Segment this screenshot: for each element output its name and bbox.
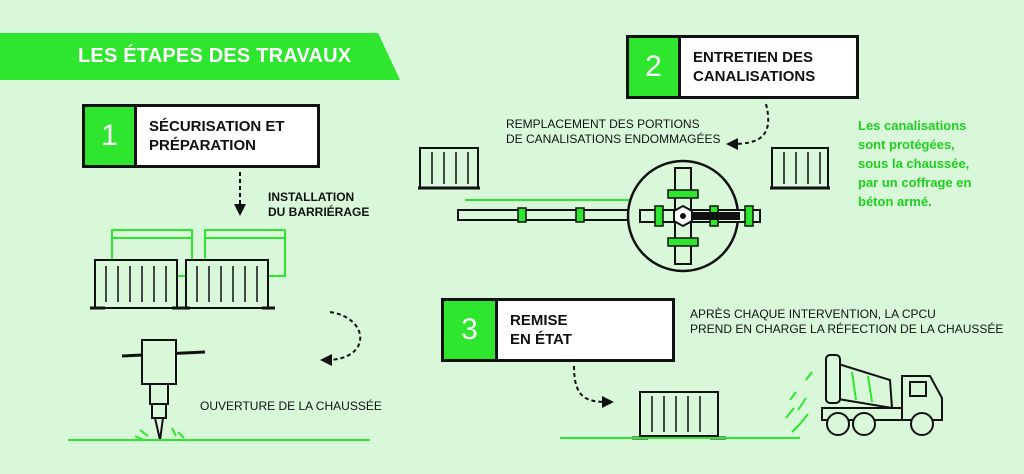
step-1-number: 1 <box>85 107 137 165</box>
step-2-box: 2 ENTRETIEN DES CANALISATIONS <box>626 35 859 99</box>
dashed-arrow-to-barrier-3 <box>573 365 614 408</box>
banner-title: LES ÉTAPES DES TRAVAUX <box>78 45 352 67</box>
title-banner: LES ÉTAPES DES TRAVAUX <box>0 33 400 80</box>
pipe-replacement-label: REMPLACEMENT DES PORTIONS DE CANALISATIO… <box>506 117 721 146</box>
step-1-title: SÉCURISATION ET PRÉPARATION <box>149 118 285 154</box>
road-opening-label: OUVERTURE DE LA CHAUSSÉE <box>200 399 382 413</box>
pipe-maintenance-icon <box>418 147 830 273</box>
dashed-arrow-to-replacement <box>726 103 770 150</box>
site-barriers-icon <box>90 229 286 310</box>
protection-note: Les canalisations sont protégées, sous l… <box>858 118 972 209</box>
step-3-box: 3 REMISE EN ÉTAT <box>441 298 675 362</box>
barrier-icon-step-3 <box>632 391 726 440</box>
step-3-title: REMISE EN ÉTAT <box>510 312 572 348</box>
step-2-number: 2 <box>629 38 681 96</box>
road-repair-label: APRÈS CHAQUE INTERVENTION, LA CPCU PREND… <box>690 307 1004 336</box>
barrier-installation-label: INSTALLATION DU BARRIÉRAGE <box>268 190 370 219</box>
step-2-title: ENTRETIEN DES CANALISATIONS <box>693 49 816 85</box>
cement-truck-icon <box>785 354 943 436</box>
jackhammer-icon <box>121 339 206 441</box>
dashed-arrow-to-jackhammer <box>320 311 362 366</box>
step-3-number: 3 <box>444 301 498 359</box>
step-1-box: 1 SÉCURISATION ET PRÉPARATION <box>82 104 320 168</box>
